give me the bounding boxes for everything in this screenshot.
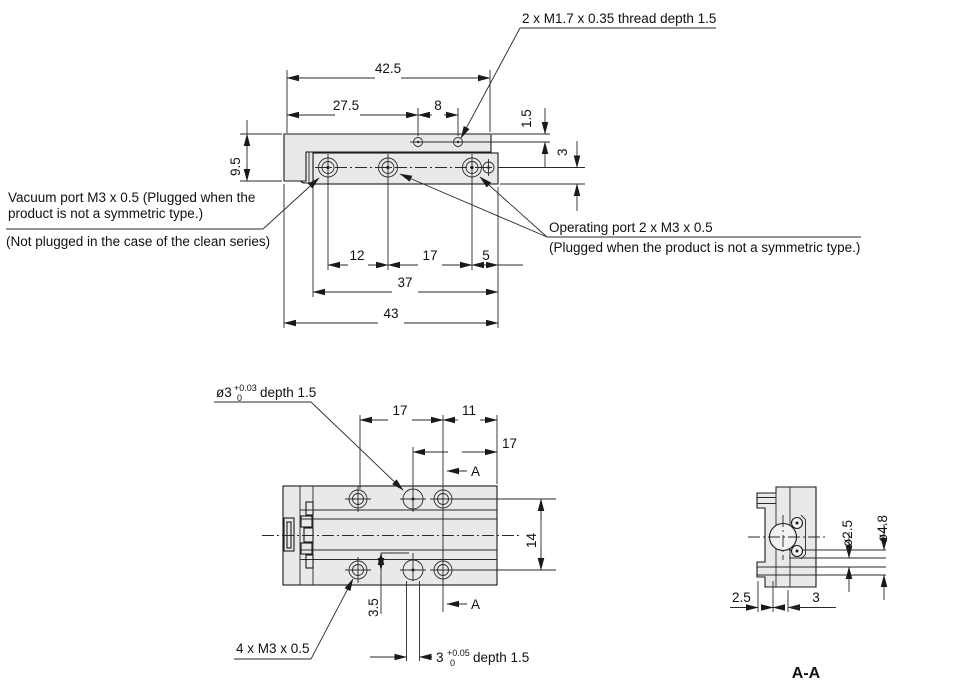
dim-rail-length: 37 bbox=[312, 275, 499, 296]
section-marker-bottom-text: A bbox=[471, 597, 480, 612]
section-marker-top-text: A bbox=[471, 464, 480, 479]
dowel-label-sub: 0 bbox=[237, 393, 242, 403]
port-circles bbox=[318, 154, 495, 181]
m3-label-text: 4 x M3 x 0.5 bbox=[236, 641, 310, 656]
dowel-label-sup: +0.03 bbox=[234, 383, 257, 393]
dim-text-42-5: 42.5 bbox=[375, 61, 401, 76]
slot-label-sub: 0 bbox=[450, 658, 455, 668]
dim-text-step-width: 3 bbox=[812, 590, 820, 605]
dim-text-rod-dia: ø2.5 bbox=[840, 520, 855, 547]
dim-section-bottom: 2.5 3 bbox=[730, 581, 836, 612]
dim-port-offset: 3 bbox=[555, 141, 581, 211]
slide-table-plate bbox=[283, 133, 492, 182]
dim-text-17: 17 bbox=[422, 248, 437, 263]
dim-text-14: 14 bbox=[524, 532, 539, 548]
vacuum-label-line1: Vacuum port M3 x 0.5 (Plugged when the bbox=[8, 190, 255, 205]
dim-text-plan-17a: 17 bbox=[392, 403, 407, 418]
m17-thread-holes bbox=[410, 137, 466, 147]
dim-thread-position: 27.5 8 bbox=[286, 98, 459, 119]
dim-text-8: 8 bbox=[434, 98, 442, 113]
slot-width-label: 3 +0.05 0 depth 1.5 bbox=[370, 648, 529, 668]
slot-label-base: 3 bbox=[436, 650, 444, 665]
dim-body-height: 9.5 bbox=[228, 120, 251, 182]
top-view: 42.5 27.5 8 1.5 3 9.5 bbox=[6, 11, 861, 328]
dim-row-gap: 14 bbox=[524, 498, 545, 571]
section-marker-bottom: A bbox=[446, 597, 480, 612]
dim-text-27-5: 27.5 bbox=[333, 98, 359, 113]
dim-text-bore-dia: ø4.8 bbox=[875, 515, 890, 542]
section-title: A-A bbox=[792, 665, 821, 682]
dowel-label-base: ø3 bbox=[216, 385, 232, 400]
dim-plan-second-row: 17 bbox=[412, 436, 517, 456]
vacuum-label-note: (Not plugged in the case of the clean se… bbox=[6, 234, 270, 249]
dim-overall-width: 42.5 bbox=[286, 61, 491, 82]
plug-hole bbox=[482, 159, 495, 176]
dim-text-boss-width: 2.5 bbox=[732, 590, 751, 605]
operating-port-label: Operating port 2 x M3 x 0.5 (Plugged whe… bbox=[399, 173, 861, 255]
dowel-holes bbox=[400, 447, 426, 581]
section-view: ø2.5 ø4.8 2.5 3 A-A bbox=[730, 486, 890, 682]
vacuum-label-line2: product is not a symmetric type.) bbox=[8, 206, 203, 221]
dim-total-length: 43 bbox=[283, 306, 499, 327]
dim-text-3: 3 bbox=[555, 148, 570, 156]
dim-text-1-5: 1.5 bbox=[519, 109, 534, 128]
dim-hole-offset: 3.5 bbox=[366, 552, 409, 617]
slot-label-sup: +0.05 bbox=[447, 648, 470, 658]
plan-view: 17 11 17 A 14 3.5 bbox=[214, 383, 556, 668]
dim-text-plan-11: 11 bbox=[462, 403, 476, 418]
dim-text-3-5: 3.5 bbox=[366, 598, 381, 617]
dim-thread-offset: 1.5 bbox=[519, 108, 549, 168]
m3-thread-label: 4 x M3 x 0.5 bbox=[234, 578, 354, 660]
m3-thread-holes bbox=[345, 486, 456, 583]
section-marker-top: A bbox=[446, 464, 480, 479]
slide-rail-body bbox=[312, 152, 499, 185]
operating-label-note: (Plugged when the product is not a symme… bbox=[549, 240, 860, 255]
dim-text-9-5: 9.5 bbox=[228, 157, 243, 176]
slot-label-rest: depth 1.5 bbox=[473, 650, 529, 665]
dim-plan-top-row: 17 11 bbox=[359, 403, 498, 424]
section-screws bbox=[790, 514, 806, 560]
dim-port-spacing: 12 17 5 bbox=[327, 248, 523, 269]
dim-text-plan-17b: 17 bbox=[502, 436, 517, 451]
thread-note-text: 2 x M1.7 x 0.35 thread depth 1.5 bbox=[522, 11, 716, 26]
dim-rod-dia: ø2.5 bbox=[840, 520, 855, 592]
dim-bore-dia: ø4.8 bbox=[875, 515, 890, 600]
vacuum-port-label: Vacuum port M3 x 0.5 (Plugged when the p… bbox=[6, 177, 320, 249]
dowel-hole-label: ø3 +0.03 0 depth 1.5 bbox=[214, 383, 404, 491]
thread-note-label: 2 x M1.7 x 0.35 thread depth 1.5 bbox=[460, 11, 716, 139]
dim-text-12: 12 bbox=[349, 248, 364, 263]
dim-text-5: 5 bbox=[482, 248, 490, 263]
dim-text-43: 43 bbox=[383, 306, 398, 321]
dowel-label-rest: depth 1.5 bbox=[260, 385, 316, 400]
rail-end-steps bbox=[300, 501, 314, 569]
operating-label-text: Operating port 2 x M3 x 0.5 bbox=[549, 220, 713, 235]
dim-text-37: 37 bbox=[397, 275, 412, 290]
end-plug bbox=[283, 517, 295, 552]
